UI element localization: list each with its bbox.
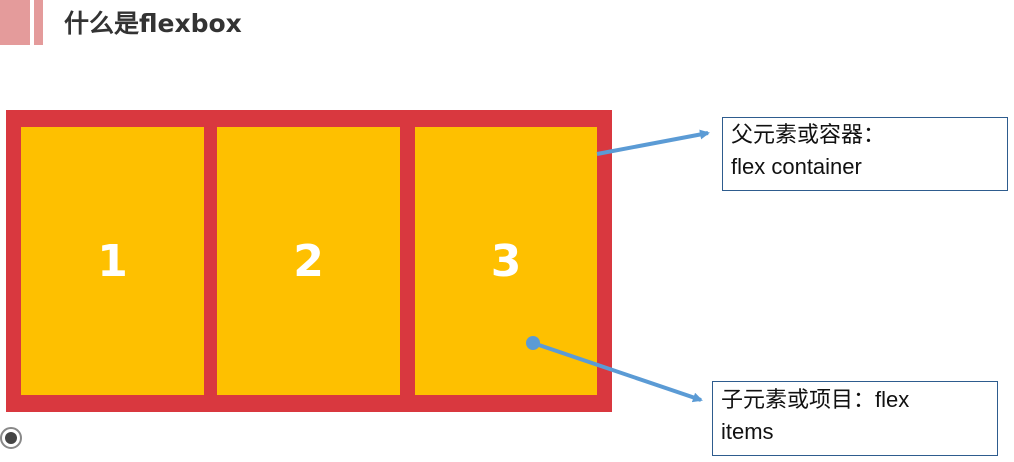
items-callout: 子元素或项目：flex items bbox=[712, 381, 998, 456]
container-callout-line1: 父元素或容器： bbox=[731, 123, 886, 148]
container-callout-line2: flex container bbox=[731, 154, 862, 179]
flex-item-label: 1 bbox=[97, 235, 128, 287]
flex-item-label: 3 bbox=[490, 235, 522, 287]
slide-title: 什么是flexbox bbox=[64, 9, 242, 38]
container-callout: 父元素或容器： flex container bbox=[722, 117, 1008, 191]
flex-container-box: 1 2 3 bbox=[6, 110, 612, 412]
flex-item-3: 3 bbox=[415, 127, 597, 395]
container-callout-arrow bbox=[596, 129, 710, 156]
record-icon bbox=[5, 432, 17, 444]
items-callout-line2: items bbox=[721, 419, 774, 444]
flex-item-1: 1 bbox=[21, 127, 204, 395]
flex-item-label: 2 bbox=[293, 235, 324, 287]
flex-item-2: 2 bbox=[217, 127, 400, 395]
title-accent-bar-thin bbox=[34, 0, 43, 45]
slide-nav-button[interactable] bbox=[0, 427, 22, 449]
items-callout-line1-cn: 子元素或项目： bbox=[721, 388, 876, 413]
items-callout-line1-en: flex bbox=[875, 387, 910, 412]
title-accent-bar bbox=[0, 0, 30, 45]
